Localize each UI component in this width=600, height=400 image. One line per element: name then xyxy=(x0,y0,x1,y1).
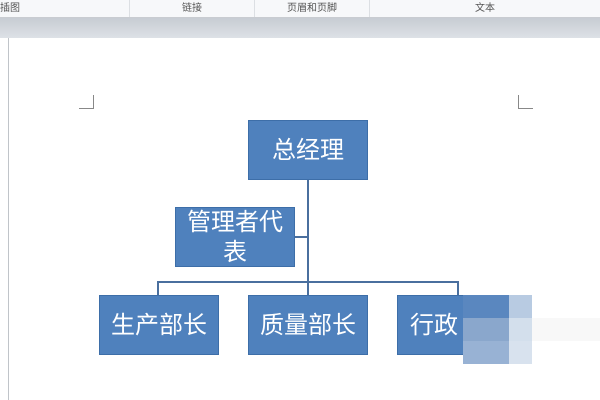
crop-mark-left xyxy=(79,95,94,109)
connector-assistant xyxy=(295,236,308,238)
connector-main xyxy=(307,180,309,283)
ribbon-group-illustrations[interactable]: 插图 xyxy=(0,0,130,17)
org-box-management-rep[interactable]: 管理者代表 xyxy=(175,207,295,267)
ribbon-group-links[interactable]: 链接 xyxy=(130,0,255,17)
connector-drop-1 xyxy=(157,281,159,295)
crop-mark-right xyxy=(518,95,533,109)
ruler-band xyxy=(0,18,600,38)
org-box-production[interactable]: 生产部长 xyxy=(99,295,219,355)
connector-drop-3 xyxy=(457,281,459,295)
connector-drop-2 xyxy=(307,281,309,295)
org-box-general-manager[interactable]: 总经理 xyxy=(248,120,368,180)
ribbon-group-labels: 插图 链接 页眉和页脚 文本 xyxy=(0,0,600,18)
ribbon-group-header-footer[interactable]: 页眉和页脚 xyxy=(255,0,370,17)
org-box-quality[interactable]: 质量部长 xyxy=(248,295,368,355)
ribbon-group-text[interactable]: 文本 xyxy=(475,3,495,14)
